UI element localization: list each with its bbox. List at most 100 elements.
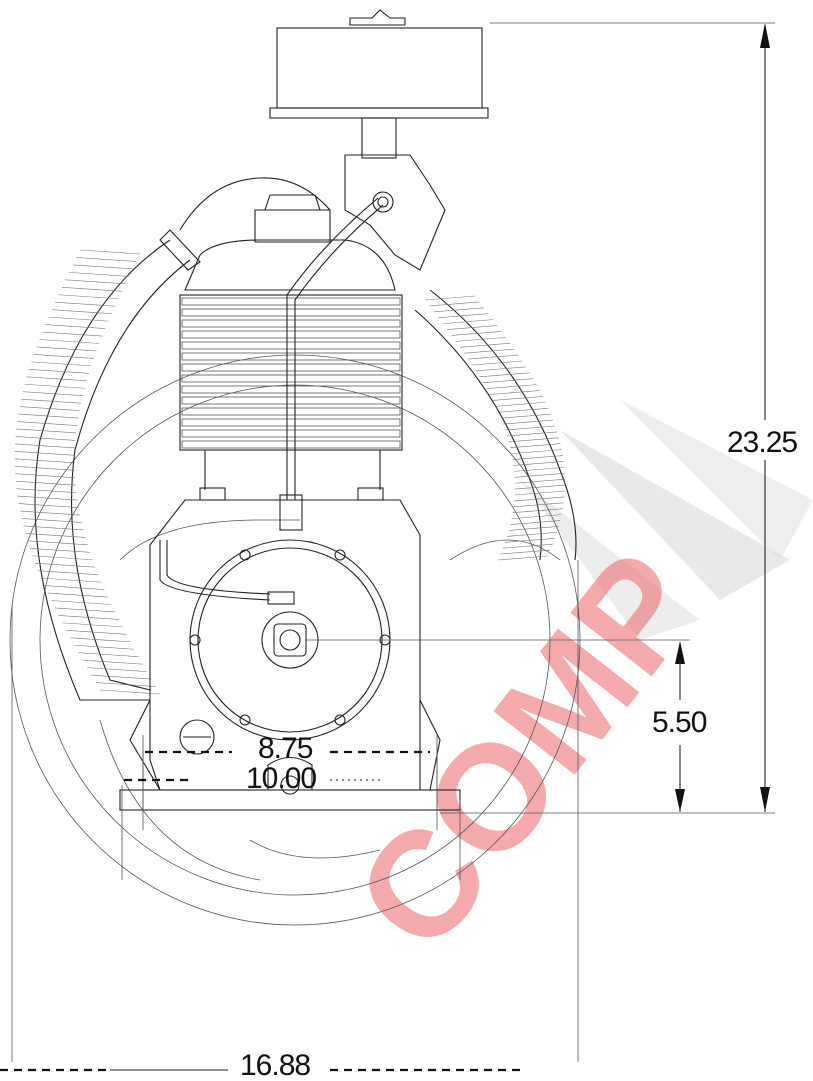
- hatch-line: [54, 607, 115, 613]
- hatch-line: [424, 295, 476, 301]
- hatch-line: [489, 390, 540, 395]
- hatch-line: [42, 331, 103, 337]
- hatch-line: [460, 342, 511, 348]
- hatch-line: [429, 301, 480, 307]
- hatch-line: [51, 309, 112, 314]
- hatch-line: [482, 378, 533, 384]
- hatch-line: [433, 307, 485, 313]
- hatch-line: [16, 428, 77, 434]
- cooling-fin: [181, 363, 401, 372]
- hatch-line: [511, 514, 562, 519]
- hatch-line: [438, 313, 489, 319]
- hatch-line: [14, 465, 75, 471]
- hatch-line: [32, 555, 93, 561]
- hatch-line: [17, 495, 78, 501]
- hatch-line: [505, 425, 556, 431]
- hatch-line: [24, 383, 85, 389]
- hatch-line: [15, 436, 76, 441]
- hatch-line: [20, 510, 81, 516]
- hatch-line: [74, 644, 135, 650]
- hatch-line: [27, 540, 88, 546]
- hatch-line: [513, 461, 564, 466]
- cooling-fin: [181, 374, 401, 383]
- hatch-line: [492, 396, 543, 401]
- cooling-fin: [181, 330, 401, 339]
- hatch-line: [514, 484, 565, 490]
- discharge-pipe: [159, 197, 384, 605]
- hatch-line: [36, 346, 97, 352]
- hatch-line: [451, 331, 502, 336]
- hatch-line: [514, 490, 565, 496]
- hatch-line: [55, 301, 116, 307]
- dimension-label-base-inner: 8.75: [258, 732, 313, 765]
- dimension-height-total: 23.25: [440, 22, 798, 814]
- dimension-pulley-width: 16.88: [0, 1049, 525, 1081]
- cooling-fin: [181, 429, 401, 438]
- cooling-fin: [181, 341, 401, 350]
- hatch-line: [500, 413, 551, 419]
- hatch-line: [500, 549, 551, 555]
- left-cooling-tube: [14, 239, 191, 701]
- hatch-line: [502, 543, 553, 549]
- hatch-line: [512, 508, 563, 514]
- hatch-line: [23, 525, 84, 531]
- hatch-line: [38, 570, 99, 575]
- cooling-fin: [181, 407, 401, 416]
- hatch-line: [15, 480, 76, 486]
- hatch-line: [76, 257, 137, 262]
- hatch-line: [506, 532, 557, 537]
- hatch-line: [514, 496, 565, 502]
- cylinder-block: [179, 294, 403, 451]
- dimension-label-height: 23.25: [727, 426, 797, 459]
- hatch-line: [95, 682, 156, 687]
- cooling-fin: [181, 418, 401, 427]
- hatch-line: [508, 437, 559, 443]
- hatch-line: [39, 339, 100, 344]
- hatch-line: [79, 249, 141, 255]
- hatch-line: [16, 488, 77, 493]
- hatch-line: [91, 674, 152, 680]
- hatch-line: [21, 518, 82, 523]
- hatch-line: [26, 376, 87, 382]
- hatch-line: [497, 555, 548, 561]
- hatch-line: [25, 533, 86, 538]
- hatch-line: [15, 473, 76, 479]
- hatch-line: [19, 406, 80, 411]
- hatch-line: [475, 366, 526, 372]
- hatch-line: [58, 615, 119, 620]
- hatch-line: [99, 689, 161, 695]
- hatch-line: [511, 449, 562, 454]
- hatch-line: [486, 384, 537, 389]
- hatch-line: [15, 443, 76, 449]
- hatch-line: [72, 264, 133, 270]
- hatch-line: [14, 451, 75, 456]
- right-cooling-tube: [414, 289, 577, 561]
- hatch-line: [87, 667, 148, 672]
- hatch-line: [65, 279, 126, 285]
- intake-elbow: [179, 154, 446, 271]
- dimension-extensions: [11, 560, 579, 1062]
- hatch-line: [31, 361, 92, 367]
- hatch-line: [51, 600, 112, 605]
- hatch-line: [455, 337, 506, 342]
- dimension-label-shaft: 5.50: [652, 706, 707, 739]
- dimension-base-inner: 8.75: [145, 732, 430, 765]
- hatch-line: [504, 537, 555, 543]
- cooling-fin: [181, 440, 401, 449]
- hatch-line: [58, 294, 119, 300]
- hatch-line: [498, 407, 549, 413]
- hatch-line: [512, 455, 563, 460]
- hatch-line: [28, 369, 90, 374]
- hatch-line: [468, 354, 519, 360]
- cooling-fin: [181, 308, 401, 317]
- hatch-line: [61, 286, 122, 292]
- hatch-line: [17, 421, 78, 426]
- hatch-line: [508, 526, 559, 531]
- hatch-line: [447, 325, 498, 330]
- hatch-line: [510, 520, 561, 525]
- hatch-line: [82, 659, 143, 665]
- hatch-line: [514, 472, 565, 478]
- hatch-line: [510, 443, 561, 449]
- hatch-line: [18, 413, 79, 419]
